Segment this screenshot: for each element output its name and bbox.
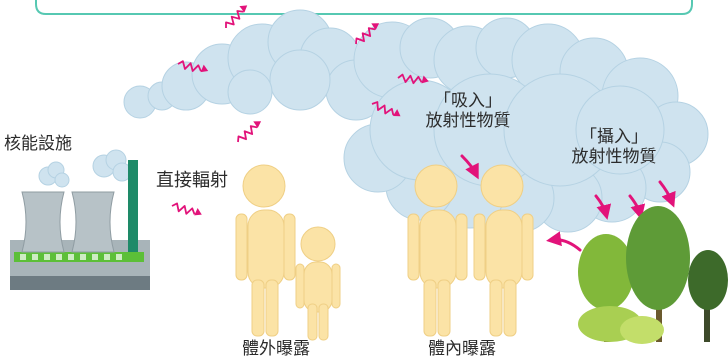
pink-arrow-icon (460, 154, 676, 252)
power-plant-icon (10, 160, 150, 290)
cloud-icon (123, 9, 709, 233)
tree-icon (578, 206, 728, 344)
inhaled-label: 「吸入」 放射性物質 (404, 91, 532, 131)
internal-exposure-label: 體內曝露 (428, 339, 496, 359)
ingested-label-line2: 放射性物質 (571, 146, 657, 167)
direct-radiation-label: 直接輻射 (156, 170, 228, 191)
top-banner (35, 0, 693, 15)
facility-label: 核能設施 (4, 134, 72, 154)
steam-puff (38, 149, 132, 188)
ingested-label-line1: 「攝入」 (580, 127, 648, 147)
ingested-label: 「攝入」 放射性物質 (552, 127, 676, 167)
inhaled-label-line1: 「吸入」 (434, 91, 502, 111)
inhaled-label-line2: 放射性物質 (425, 110, 511, 131)
person-icon (235, 164, 534, 341)
external-exposure-label: 體外曝露 (242, 339, 310, 359)
